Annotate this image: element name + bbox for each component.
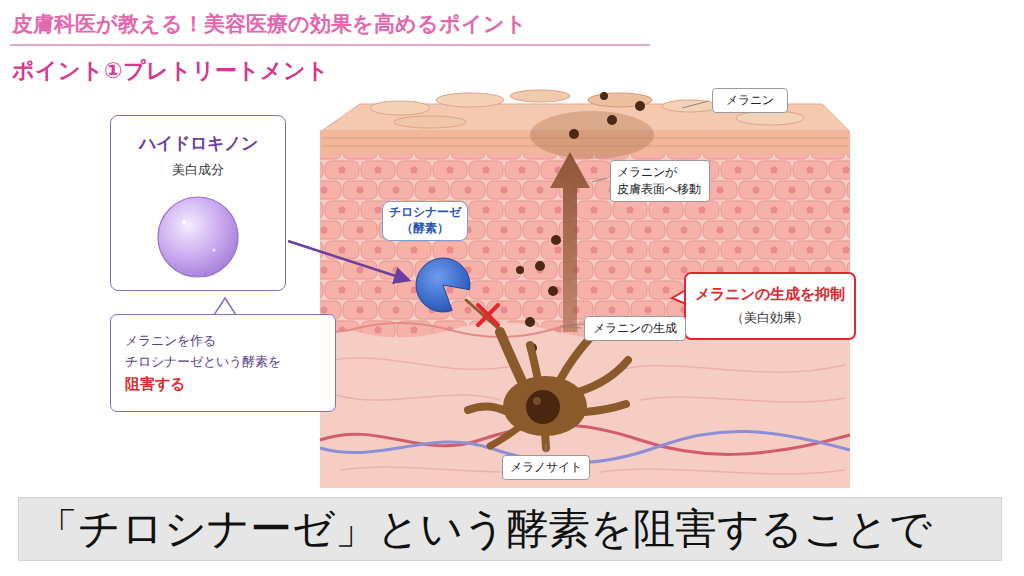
title-rule — [10, 44, 650, 46]
melanin-granule — [535, 261, 545, 271]
leader-line — [682, 101, 709, 108]
node-text: チロシナーゼ （酵素） — [387, 205, 463, 236]
melanin-granule — [525, 317, 535, 327]
node-text: メラノサイト — [509, 459, 583, 476]
transport-arrow — [550, 152, 590, 332]
dendrite — [560, 338, 590, 380]
node-subtext: 美白成分 — [119, 160, 277, 181]
ingredient-panel: ハイドロキノン美白成分 — [110, 115, 286, 291]
node-subtext: （美白効果） — [694, 309, 846, 327]
panel-fill — [110, 115, 286, 291]
page-title: 皮膚科医が教える！美容医療の効果を高めるポイント — [12, 10, 527, 38]
dendrite — [468, 406, 508, 412]
melanocyte-dendrites — [468, 332, 628, 448]
skin-outline — [320, 104, 850, 488]
melanin-granule — [600, 92, 608, 100]
skin-flake — [370, 101, 430, 115]
melanin-granule — [569, 129, 579, 139]
node-text: メラニンの生成 — [591, 320, 679, 337]
skin-flake — [394, 116, 466, 128]
section-heading: ポイント①プレトリートメント — [12, 56, 329, 86]
process-label: メラニンが 皮膚表面へ移動 — [610, 160, 710, 202]
skin-flake — [736, 111, 804, 125]
node-text: メラニン — [719, 92, 781, 109]
skin-flake — [436, 93, 504, 107]
node-subtext: 阻害する — [125, 373, 321, 396]
melanin-granule — [548, 286, 558, 296]
node-text: メラニンが 皮膚表面へ移動 — [617, 164, 703, 198]
tyrosinase-enzyme — [416, 258, 470, 312]
hydroquinone-sphere — [158, 197, 238, 277]
caption-text: 「チロシナーゼ」という酵素を阻害することで — [36, 503, 932, 555]
dendrite — [490, 428, 518, 446]
node-text: メラニンを作る チロシナーゼという酵素を — [125, 331, 321, 373]
inhibition-arrow — [288, 241, 408, 280]
melanin-granule — [551, 235, 561, 245]
dendrite — [578, 360, 628, 392]
block-mark — [478, 305, 498, 325]
leader-line — [560, 326, 581, 328]
melanin-granule — [516, 266, 524, 274]
blocked-path — [466, 300, 500, 330]
sphere-sparkle — [182, 220, 186, 224]
skin-flake — [662, 100, 718, 112]
dendrite — [585, 404, 626, 412]
node-text: メラニンの生成を抑制 — [694, 284, 846, 305]
process-label: メラニンの生成 — [584, 316, 686, 341]
callout-box: メラニンを作る チロシナーゼという酵素を阻害する — [110, 314, 336, 412]
melanocyte-body — [503, 376, 587, 436]
sphere-sparkle — [213, 249, 216, 252]
callout-tail — [214, 298, 236, 315]
melanocyte-nucleus — [526, 390, 560, 424]
melanin-granule — [635, 101, 645, 111]
dendrite — [500, 332, 525, 388]
leader-line — [546, 444, 547, 453]
effect-box: メラニンの生成を抑制 （美白効果） — [684, 272, 856, 340]
melanin-label: メラニン — [712, 88, 788, 113]
node-text: ハイドロキノン — [119, 132, 277, 154]
nucleus-highlight — [533, 397, 541, 405]
dendrite — [530, 345, 538, 380]
melanin-granule — [607, 115, 617, 125]
pigment-spot — [530, 111, 654, 159]
leader-line — [592, 178, 607, 182]
blood-vessel — [320, 425, 850, 454]
enzyme-label: チロシナーゼ （酵素） — [382, 201, 468, 241]
cell-label: メラノサイト — [502, 455, 590, 480]
skin-flake — [510, 90, 570, 102]
